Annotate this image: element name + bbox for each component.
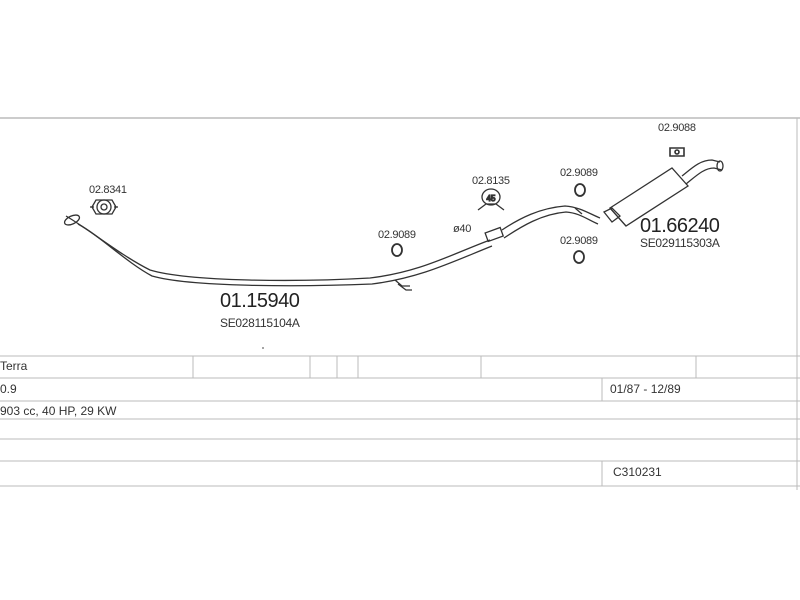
- diameter-label: ø40: [453, 223, 471, 235]
- ring-02-9089-upper: [574, 183, 586, 197]
- front-pipe-oe-number: SE028115104A: [220, 316, 300, 330]
- table-code: C310231: [613, 465, 662, 479]
- front-pipe-number: 01.15940: [220, 290, 300, 312]
- table-engine: 0.9: [0, 382, 17, 396]
- label-clamp-front: 02.8341: [89, 184, 127, 196]
- label-ring-upper: 02.9089: [560, 167, 598, 179]
- rear-silencer-oe-number: SE029115303A: [640, 236, 720, 250]
- hanger-02-9088: [669, 147, 685, 157]
- label-gasket-mid: 02.8135: [472, 175, 510, 187]
- label-ring-front: 02.9089: [378, 229, 416, 241]
- middle-pipe: [484, 205, 601, 243]
- front-pipe: [63, 214, 493, 291]
- clamp-02-8341: [90, 199, 118, 215]
- vehicle-table-grid: [0, 355, 800, 487]
- table-model: Terra: [0, 359, 28, 373]
- rear-silencer: [602, 159, 724, 227]
- label-hanger-rear: 02.9088: [658, 122, 696, 134]
- ring-02-9089-lower: [573, 250, 585, 264]
- label-ring-lower: 02.9089: [560, 235, 598, 247]
- ring-02-9089-front: [391, 243, 403, 257]
- table-years: 01/87 - 12/89: [610, 382, 681, 396]
- table-spec: 903 cc, 40 HP, 29 KW: [0, 404, 117, 418]
- speck: [262, 347, 264, 349]
- gasket-02-8135: 45: [477, 188, 505, 211]
- rear-silencer-number: 01.66240: [640, 215, 720, 237]
- angle-label: 45: [487, 194, 496, 203]
